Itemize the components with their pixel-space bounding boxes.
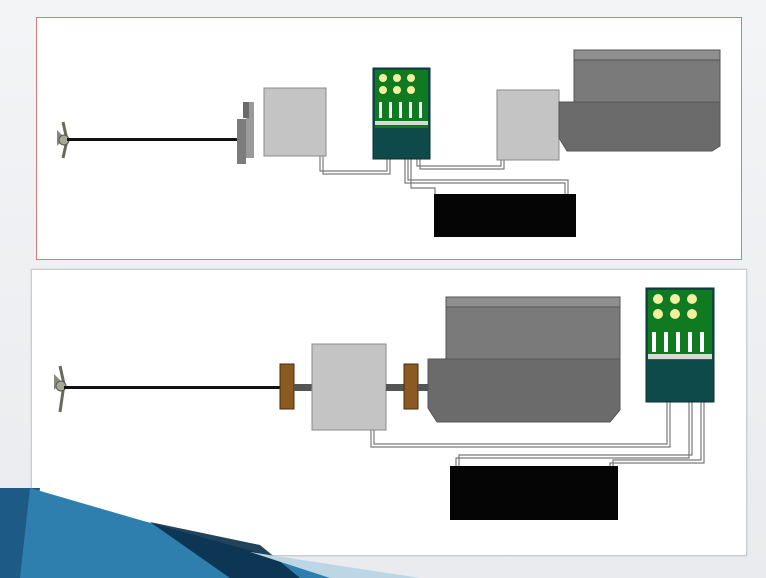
motor-gearbox: [496, 89, 560, 161]
propeller-icon: [54, 365, 67, 413]
controller-leds: [379, 74, 415, 94]
shaft: [64, 386, 308, 389]
cable-controller-battery: [455, 402, 690, 466]
top-diagram: [57, 49, 721, 237]
controller-leds: [653, 294, 697, 319]
battery: [450, 466, 618, 520]
coupling-right: [386, 363, 428, 410]
thrust-bearing: [237, 102, 254, 164]
bottom-cables: [370, 402, 705, 466]
gearbox: [311, 343, 387, 431]
swoosh-light: [250, 552, 420, 578]
top-diagram-panel: [36, 17, 742, 260]
shaft: [67, 138, 239, 141]
cable-controller-motor: [416, 158, 502, 167]
cable-gearbox-controller: [370, 402, 671, 448]
cable-controller-battery: [404, 159, 566, 194]
controller-terminals: [379, 102, 422, 118]
battery: [434, 194, 576, 237]
bottom-diagram: [54, 287, 715, 520]
swoosh-dark: [150, 522, 300, 578]
top-cables: [319, 156, 569, 194]
cable-gearbox-controller: [319, 156, 388, 172]
bottom-diagram-panel: [31, 269, 747, 556]
controller-terminals: [652, 332, 704, 352]
engine: [427, 296, 621, 423]
engine: [558, 49, 721, 152]
gearbox: [263, 87, 327, 157]
controller: [645, 287, 715, 403]
coupling-left: [279, 363, 312, 410]
controller: [372, 67, 431, 160]
